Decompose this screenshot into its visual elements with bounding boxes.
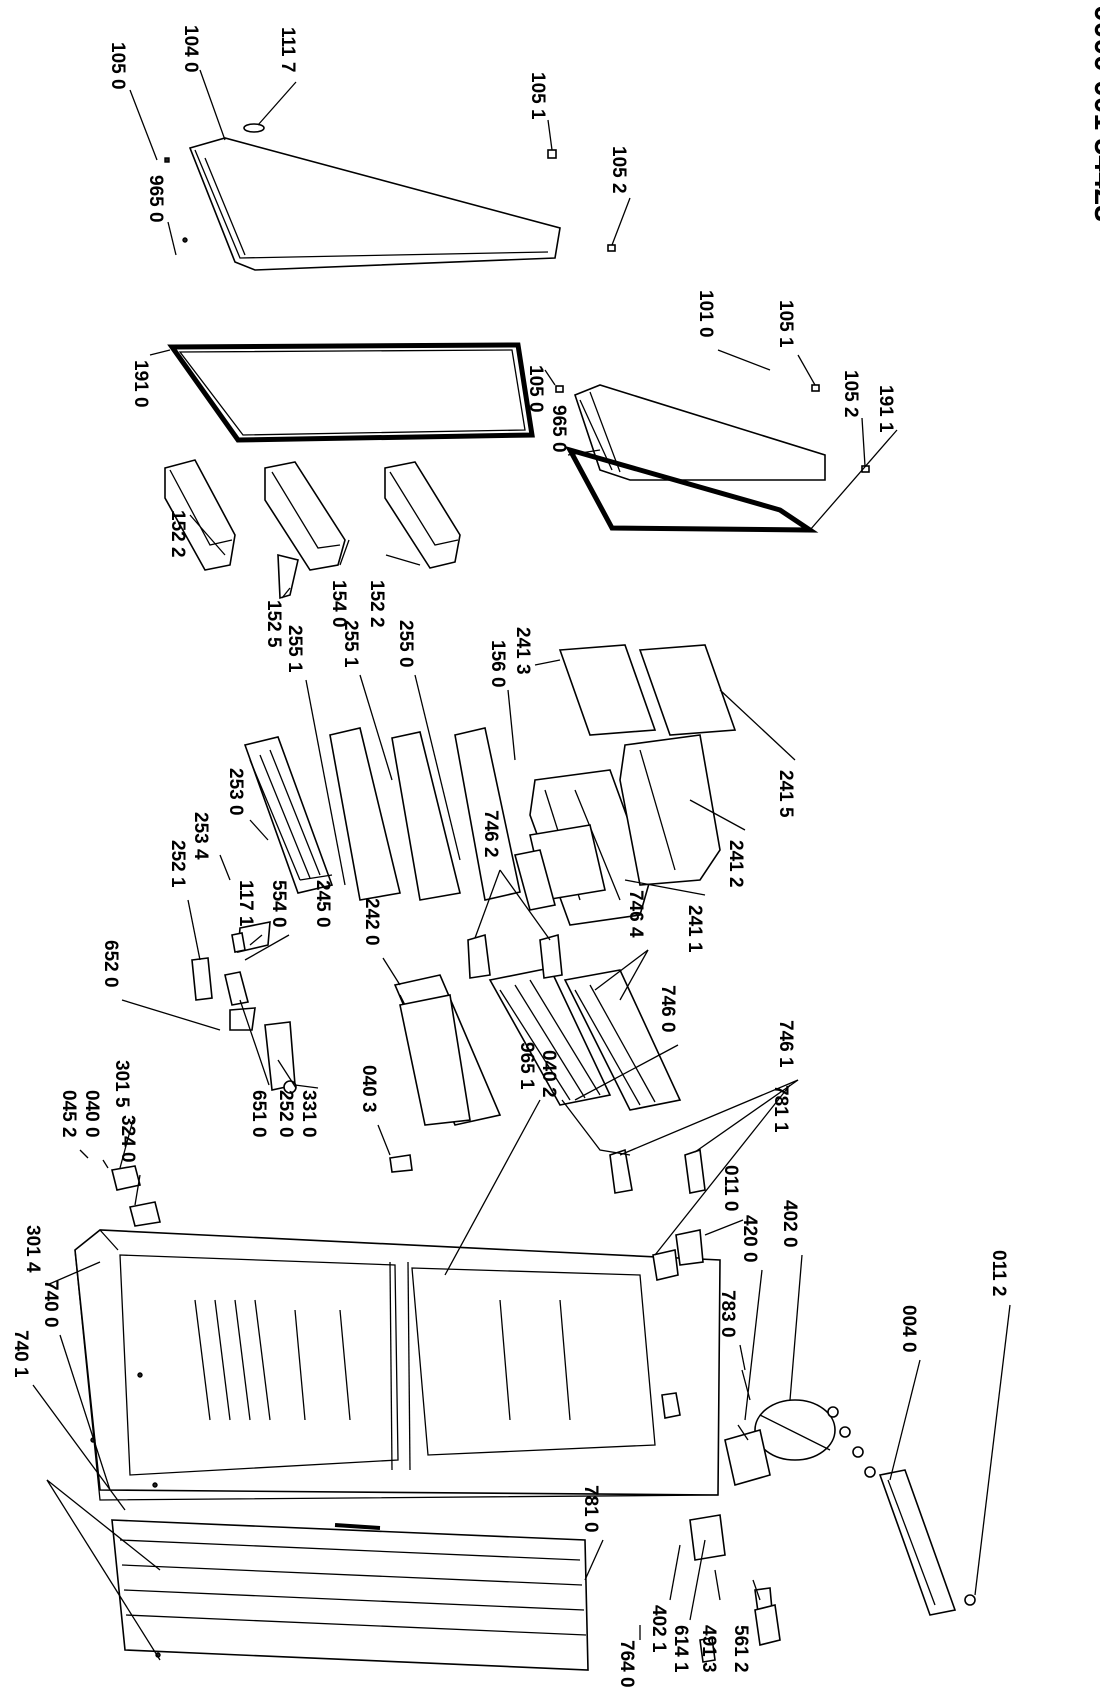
callout-label: 040 3 <box>358 1065 379 1113</box>
callout-label: 746 4 <box>625 890 646 938</box>
callout-label: 253 4 <box>190 812 211 860</box>
callout-label: 117 1 <box>235 880 256 927</box>
callout-label: 105 0 <box>107 42 128 90</box>
leader-lines <box>32 69 1011 1661</box>
callout-label: 156 0 <box>487 640 508 688</box>
callout-label: 402 1 <box>648 1605 669 1653</box>
freezer-racks-drawing <box>393 933 706 1194</box>
callout-label: 965 1 <box>516 1042 537 1090</box>
cabinet-drawing <box>74 1229 721 1501</box>
callout-label: 746 1 <box>775 1020 796 1068</box>
callout-label: 255 1 <box>284 625 305 673</box>
callout-label: 191 1 <box>875 385 896 433</box>
crisper-drawers-drawing <box>514 644 737 926</box>
callout-label: 040 2 <box>538 1050 559 1098</box>
glass-shelves-drawing <box>243 727 521 901</box>
hinges-drawing <box>90 1229 704 1658</box>
callout-label: 965 0 <box>548 405 569 453</box>
callout-label: 241 1 <box>684 905 705 953</box>
callout-label: 746 2 <box>480 810 501 858</box>
callout-label: 241 2 <box>725 840 746 888</box>
callout-label: 652 0 <box>100 940 121 988</box>
callout-label: 781 1 <box>770 1085 791 1133</box>
callout-label: 331 0 <box>298 1090 319 1138</box>
compressor-drawing <box>689 1369 876 1663</box>
callout-label: 245 0 <box>312 880 333 928</box>
callout-label: 740 0 <box>40 1280 61 1328</box>
callout-label: 241 5 <box>775 770 796 818</box>
callout-label: 255 0 <box>395 620 416 668</box>
callout-label: 105 2 <box>608 146 629 194</box>
callout-label: 105 2 <box>840 370 861 418</box>
base-plate-drawing <box>878 1469 976 1616</box>
callout-label: 152 2 <box>366 580 387 628</box>
callout-label: 104 0 <box>180 25 201 73</box>
callout-label: 301 5 <box>111 1060 132 1108</box>
callout-label: 764 0 <box>616 1640 637 1688</box>
callout-label: 011 2 <box>988 1250 1009 1297</box>
callout-label: 154 0 <box>328 580 349 628</box>
callout-label: 105 0 <box>525 365 546 413</box>
callout-label: 105 1 <box>527 72 548 120</box>
callout-label: 324 0 <box>117 1115 138 1163</box>
document-number: 0000 001 54423 <box>1088 5 1100 222</box>
callout-label: 740 1 <box>10 1330 31 1378</box>
callout-label: 402 0 <box>779 1200 800 1248</box>
control-unit-drawing <box>111 921 413 1227</box>
callout-label: 746 0 <box>657 985 678 1033</box>
callout-label: 252 0 <box>275 1090 296 1138</box>
callout-label: 252 1 <box>167 840 188 888</box>
upper-door-drawing <box>164 123 616 271</box>
callout-label: 105 1 <box>775 300 796 348</box>
callout-label: 491 3 <box>698 1625 719 1673</box>
callout-label: 241 3 <box>512 627 533 675</box>
callout-label: 191 0 <box>130 360 151 408</box>
callout-label: 614 1 <box>670 1625 691 1673</box>
callout-label: 101 0 <box>695 290 716 338</box>
upper-gasket-drawing <box>167 342 535 443</box>
parts-drawings <box>74 123 976 1671</box>
callout-label: 301 4 <box>22 1225 43 1273</box>
callout-label: 651 0 <box>248 1090 269 1138</box>
callout-label: 242 0 <box>361 898 382 946</box>
callout-label: 781 0 <box>580 1485 601 1533</box>
condenser-drawing <box>111 1519 589 1671</box>
callout-label: 965 0 <box>145 175 166 223</box>
callout-label: 783 0 <box>717 1290 738 1338</box>
callout-label: 045 2 <box>58 1090 79 1138</box>
callout-label: 255 1 <box>340 620 361 668</box>
callout-label: 111 7 <box>277 27 298 72</box>
callout-label: 253 0 <box>225 768 246 816</box>
callout-labels: 105 0 104 0 111 7 105 1 105 2 965 0 191 … <box>10 25 1009 1688</box>
callout-label: 040 0 <box>81 1090 102 1138</box>
callout-label: 152 5 <box>263 600 284 648</box>
door-balconies-drawing <box>164 459 461 600</box>
lower-door-drawing <box>555 384 870 533</box>
callout-label: 011 0 <box>720 1165 741 1212</box>
callout-label: 152 2 <box>167 510 188 558</box>
callout-label: 554 0 <box>268 880 289 928</box>
callout-label: 420 0 <box>739 1215 760 1263</box>
callout-label: 004 0 <box>898 1305 919 1353</box>
callout-label: 561 2 <box>730 1625 751 1673</box>
